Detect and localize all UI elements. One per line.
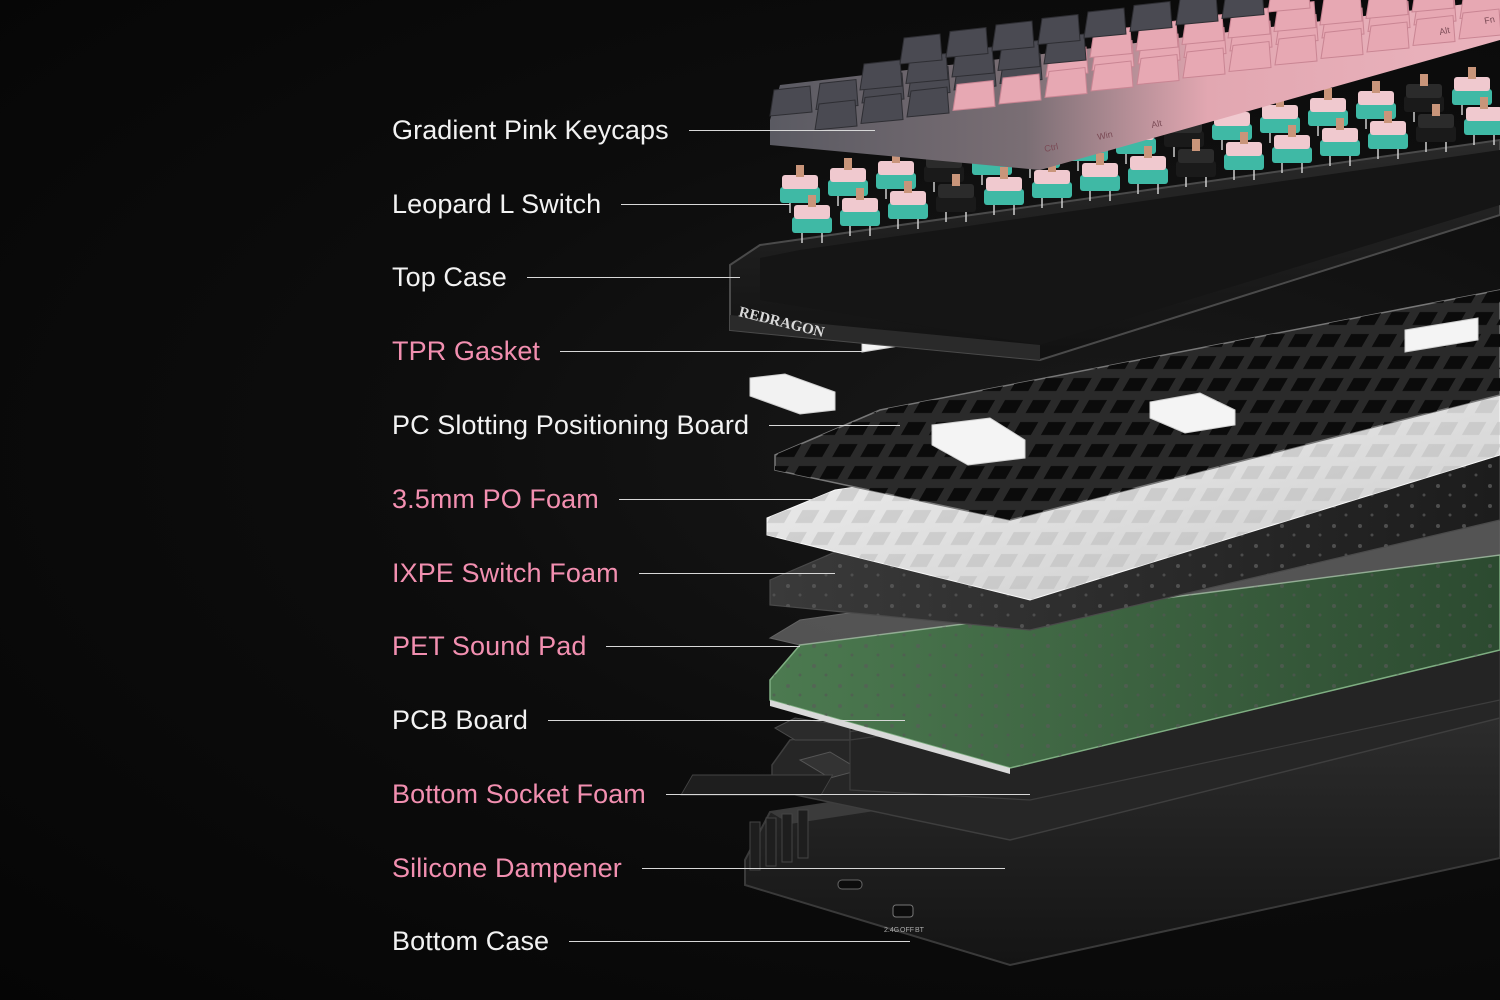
callout-row: PET Sound Pad — [392, 631, 586, 661]
keycap — [1129, 0, 1173, 33]
svg-text:Ctrl: Ctrl — [1043, 141, 1059, 154]
leader-line — [618, 499, 815, 500]
leader-line — [526, 277, 740, 278]
layer-label: 3.5mm PO Foam — [392, 483, 599, 514]
switch — [840, 188, 880, 236]
keycap — [860, 92, 904, 125]
switch — [1416, 104, 1456, 152]
callout-row: IXPE Switch Foam — [392, 558, 619, 588]
switch — [888, 181, 928, 229]
keycap — [945, 26, 989, 59]
leader-line — [621, 204, 790, 205]
keycap — [1182, 47, 1226, 79]
layer-label: Bottom Case — [392, 925, 550, 956]
switch — [1464, 97, 1500, 145]
keycap — [814, 99, 858, 131]
keycap — [1136, 53, 1180, 86]
switch — [984, 167, 1024, 215]
top-case: REDRAGON — [729, 138, 1500, 362]
keycap — [1044, 66, 1088, 99]
switch — [1224, 132, 1264, 180]
leader-line — [769, 425, 900, 426]
callout-row: Gradient Pink Keycaps — [392, 115, 669, 145]
svg-text:2.4G: 2.4G — [884, 927, 899, 934]
callout-row: TPR Gasket — [392, 336, 540, 366]
svg-text:Alt: Alt — [1438, 25, 1451, 37]
leader-line — [688, 130, 875, 131]
svg-text:Alt: Alt — [1150, 118, 1163, 130]
keycap — [1365, 0, 1409, 20]
leader-line — [638, 573, 835, 574]
keycaps: Ctrl Win Alt Alt Fn — [769, 0, 1500, 170]
pc-plate — [774, 289, 1500, 521]
callout-row: Bottom Socket Foam — [392, 779, 646, 809]
layer-label: Bottom Socket Foam — [392, 778, 646, 809]
keycap — [998, 73, 1042, 105]
switches — [780, 67, 1500, 243]
usb-c-port-icon — [837, 879, 863, 890]
keycap — [906, 86, 950, 118]
keycap — [769, 85, 813, 117]
leader-line — [606, 646, 800, 647]
keycap — [859, 59, 903, 91]
layer-label: Top Case — [392, 261, 507, 292]
switch — [792, 195, 832, 243]
callout-row: Bottom Case — [392, 926, 549, 956]
callout-row: 3.5mm PO Foam — [392, 484, 599, 514]
keycap — [1274, 34, 1318, 66]
po-foam — [766, 394, 1500, 601]
keycap — [899, 33, 943, 65]
keycap — [1458, 8, 1500, 40]
layer-label: Gradient Pink Keycaps — [392, 114, 669, 145]
layer-label: PC Slotting Positioning Board — [392, 409, 750, 440]
mode-switch: 2.4G OFF BT — [884, 904, 925, 934]
layer-label: PET Sound Pad — [392, 630, 587, 661]
switch — [1320, 118, 1360, 166]
switch — [1176, 139, 1216, 187]
keycap — [1319, 0, 1363, 26]
callout-row: Top Case — [392, 262, 507, 292]
switch — [1272, 125, 1312, 173]
keycap — [1037, 13, 1081, 46]
switch — [1452, 67, 1492, 115]
svg-text:OFF: OFF — [900, 927, 914, 934]
cooling-fins — [749, 809, 809, 871]
layer-label: PCB Board — [392, 704, 528, 735]
callout-row: PC Slotting Positioning Board — [392, 410, 749, 440]
callout-row: Silicone Dampener — [392, 853, 622, 883]
callout-row: Leopard L Switch — [392, 189, 601, 219]
callout-row: PCB Board — [392, 705, 528, 735]
keycap — [1090, 60, 1134, 92]
keycap — [1320, 27, 1364, 60]
layer-label: IXPE Switch Foam — [392, 557, 619, 588]
leader-line — [560, 351, 865, 352]
keycap — [1366, 21, 1410, 53]
leader-line — [547, 720, 905, 721]
switch — [1368, 111, 1408, 159]
switch — [1080, 153, 1120, 201]
keycap — [1412, 14, 1456, 47]
switch — [1128, 146, 1168, 194]
svg-text:BT: BT — [915, 927, 925, 934]
pcb-board — [769, 554, 1500, 774]
layer-label: Leopard L Switch — [392, 188, 602, 219]
layer-label: TPR Gasket — [392, 335, 541, 366]
svg-text:Win: Win — [1096, 129, 1113, 142]
keycap — [1228, 40, 1272, 73]
leader-line — [665, 794, 1030, 795]
keycap — [1267, 0, 1311, 13]
keycap — [1221, 0, 1265, 20]
layer-label: Silicone Dampener — [392, 852, 622, 883]
switch — [936, 174, 976, 222]
keycap — [1083, 7, 1127, 39]
keycap — [952, 79, 996, 112]
leader-line — [641, 868, 1005, 869]
svg-text:Fn: Fn — [1483, 14, 1495, 26]
keycap — [1411, 0, 1455, 13]
leader-line — [569, 941, 910, 942]
keycap — [1175, 0, 1219, 26]
keycap — [991, 20, 1035, 52]
